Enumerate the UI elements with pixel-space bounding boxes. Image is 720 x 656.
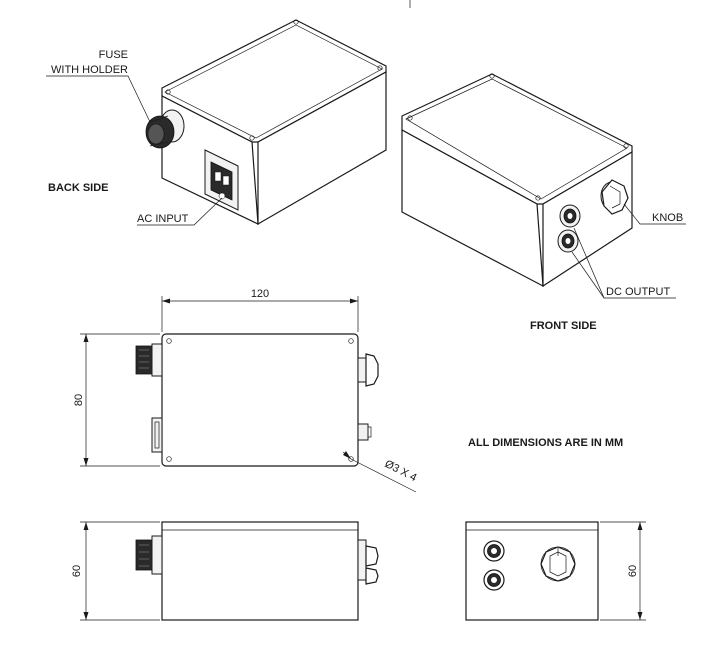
screw-icon bbox=[623, 143, 629, 149]
fuse-leader-line bbox=[46, 75, 151, 123]
mounting-hole-icon bbox=[166, 456, 172, 462]
front-side-label: FRONT SIDE bbox=[530, 320, 597, 332]
screw-icon bbox=[293, 19, 299, 25]
end-height-dimension bbox=[600, 521, 646, 621]
knob-label: KNOB bbox=[652, 212, 683, 224]
screw-icon bbox=[165, 89, 171, 95]
side-height-dimension bbox=[80, 521, 160, 621]
ac-input-leader-line bbox=[137, 197, 223, 226]
dc-output-jack-icon bbox=[483, 540, 505, 562]
fuse-holder-icon bbox=[135, 535, 163, 575]
ac-inlet-detail bbox=[154, 421, 160, 449]
ac-inlet-icon bbox=[204, 149, 239, 211]
screw-icon bbox=[407, 115, 413, 121]
knob-icon bbox=[357, 539, 379, 585]
mounting-hole-icon bbox=[166, 338, 172, 344]
front-side-isometric-view bbox=[401, 73, 633, 288]
fuse-holder-icon bbox=[145, 109, 185, 149]
dc-output-label: DC OUTPUT bbox=[606, 286, 670, 298]
fuse-label-line1: FUSE bbox=[99, 49, 128, 61]
back-side-isometric-view bbox=[145, 19, 387, 226]
screw-icon bbox=[535, 195, 541, 201]
mounting-hole-icon bbox=[348, 338, 354, 344]
back-side-label: BACK SIDE bbox=[48, 182, 109, 194]
side-height-dimension-value: 60 bbox=[71, 565, 83, 577]
top-view-outline bbox=[161, 333, 359, 467]
knob-leader-line bbox=[623, 203, 686, 225]
fuse-holder-icon bbox=[135, 343, 163, 377]
end-view-outline bbox=[465, 521, 599, 621]
screw-icon bbox=[377, 65, 383, 71]
screw-icon bbox=[489, 73, 495, 79]
mounting-hole-icon bbox=[348, 456, 354, 462]
dc-output-jack-detail bbox=[367, 426, 372, 438]
dc-output-jack-icon bbox=[557, 229, 579, 253]
top-view bbox=[135, 333, 379, 467]
screw-icon bbox=[249, 135, 255, 141]
end-height-dimension-value: 60 bbox=[627, 565, 639, 577]
depth-dimension-value: 80 bbox=[73, 394, 85, 406]
ac-input-label: AC INPUT bbox=[137, 213, 189, 225]
dc-output-leader-line-2 bbox=[571, 251, 605, 299]
back-box-right-face bbox=[257, 70, 387, 226]
dc-output-jack-icon bbox=[357, 423, 369, 441]
fuse-label-line2: WITH HOLDER bbox=[51, 64, 128, 76]
dc-output-jack-icon bbox=[559, 204, 581, 228]
knob-icon bbox=[600, 179, 629, 215]
width-dimension bbox=[161, 296, 359, 332]
depth-dimension bbox=[80, 333, 160, 467]
side-view bbox=[135, 521, 379, 621]
ac-inlet-icon bbox=[151, 417, 163, 453]
width-dimension-value: 120 bbox=[251, 288, 269, 300]
side-view-outline bbox=[161, 521, 359, 621]
knob-icon bbox=[357, 353, 379, 387]
knob-icon bbox=[540, 546, 576, 582]
hole-callout-arrow bbox=[343, 451, 351, 459]
dc-output-jack-icon bbox=[483, 569, 505, 591]
end-view bbox=[465, 521, 599, 621]
all-dimensions-note: ALL DIMENSIONS ARE IN MM bbox=[468, 437, 623, 449]
hole-callout-text: Ø3 X 4 bbox=[383, 458, 419, 484]
